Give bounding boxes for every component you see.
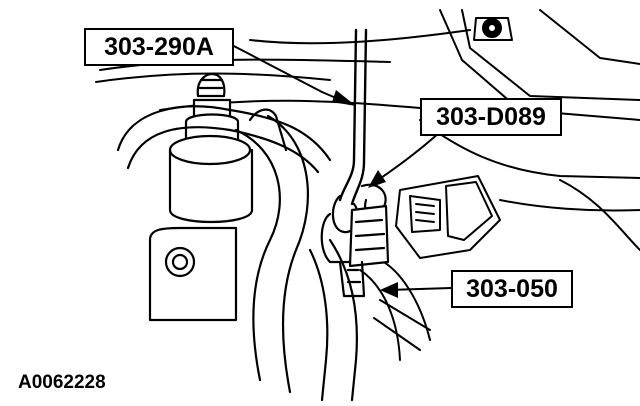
callout-tool-303-290a: 303-290A — [84, 28, 234, 66]
leader-303-d089 — [371, 131, 441, 185]
arrowhead-303-050 — [380, 282, 398, 298]
hoses — [116, 105, 358, 402]
callout-tool-303-050: 303-050 — [451, 270, 573, 308]
tool-303-d089-clamp — [320, 183, 390, 298]
figure-id-label: A0062228 — [18, 372, 106, 393]
tool-303-290a-hook — [338, 28, 368, 206]
arrowhead-303-d089 — [368, 170, 386, 188]
arrowhead-303-290a — [332, 90, 356, 106]
callout-tool-303-d089: 303-D089 — [420, 98, 562, 136]
bolt-head — [473, 17, 513, 41]
connector-block — [359, 175, 501, 361]
leader-arrowheads — [332, 90, 398, 298]
leader-303-050 — [387, 287, 452, 291]
reservoir-cap — [148, 72, 254, 322]
